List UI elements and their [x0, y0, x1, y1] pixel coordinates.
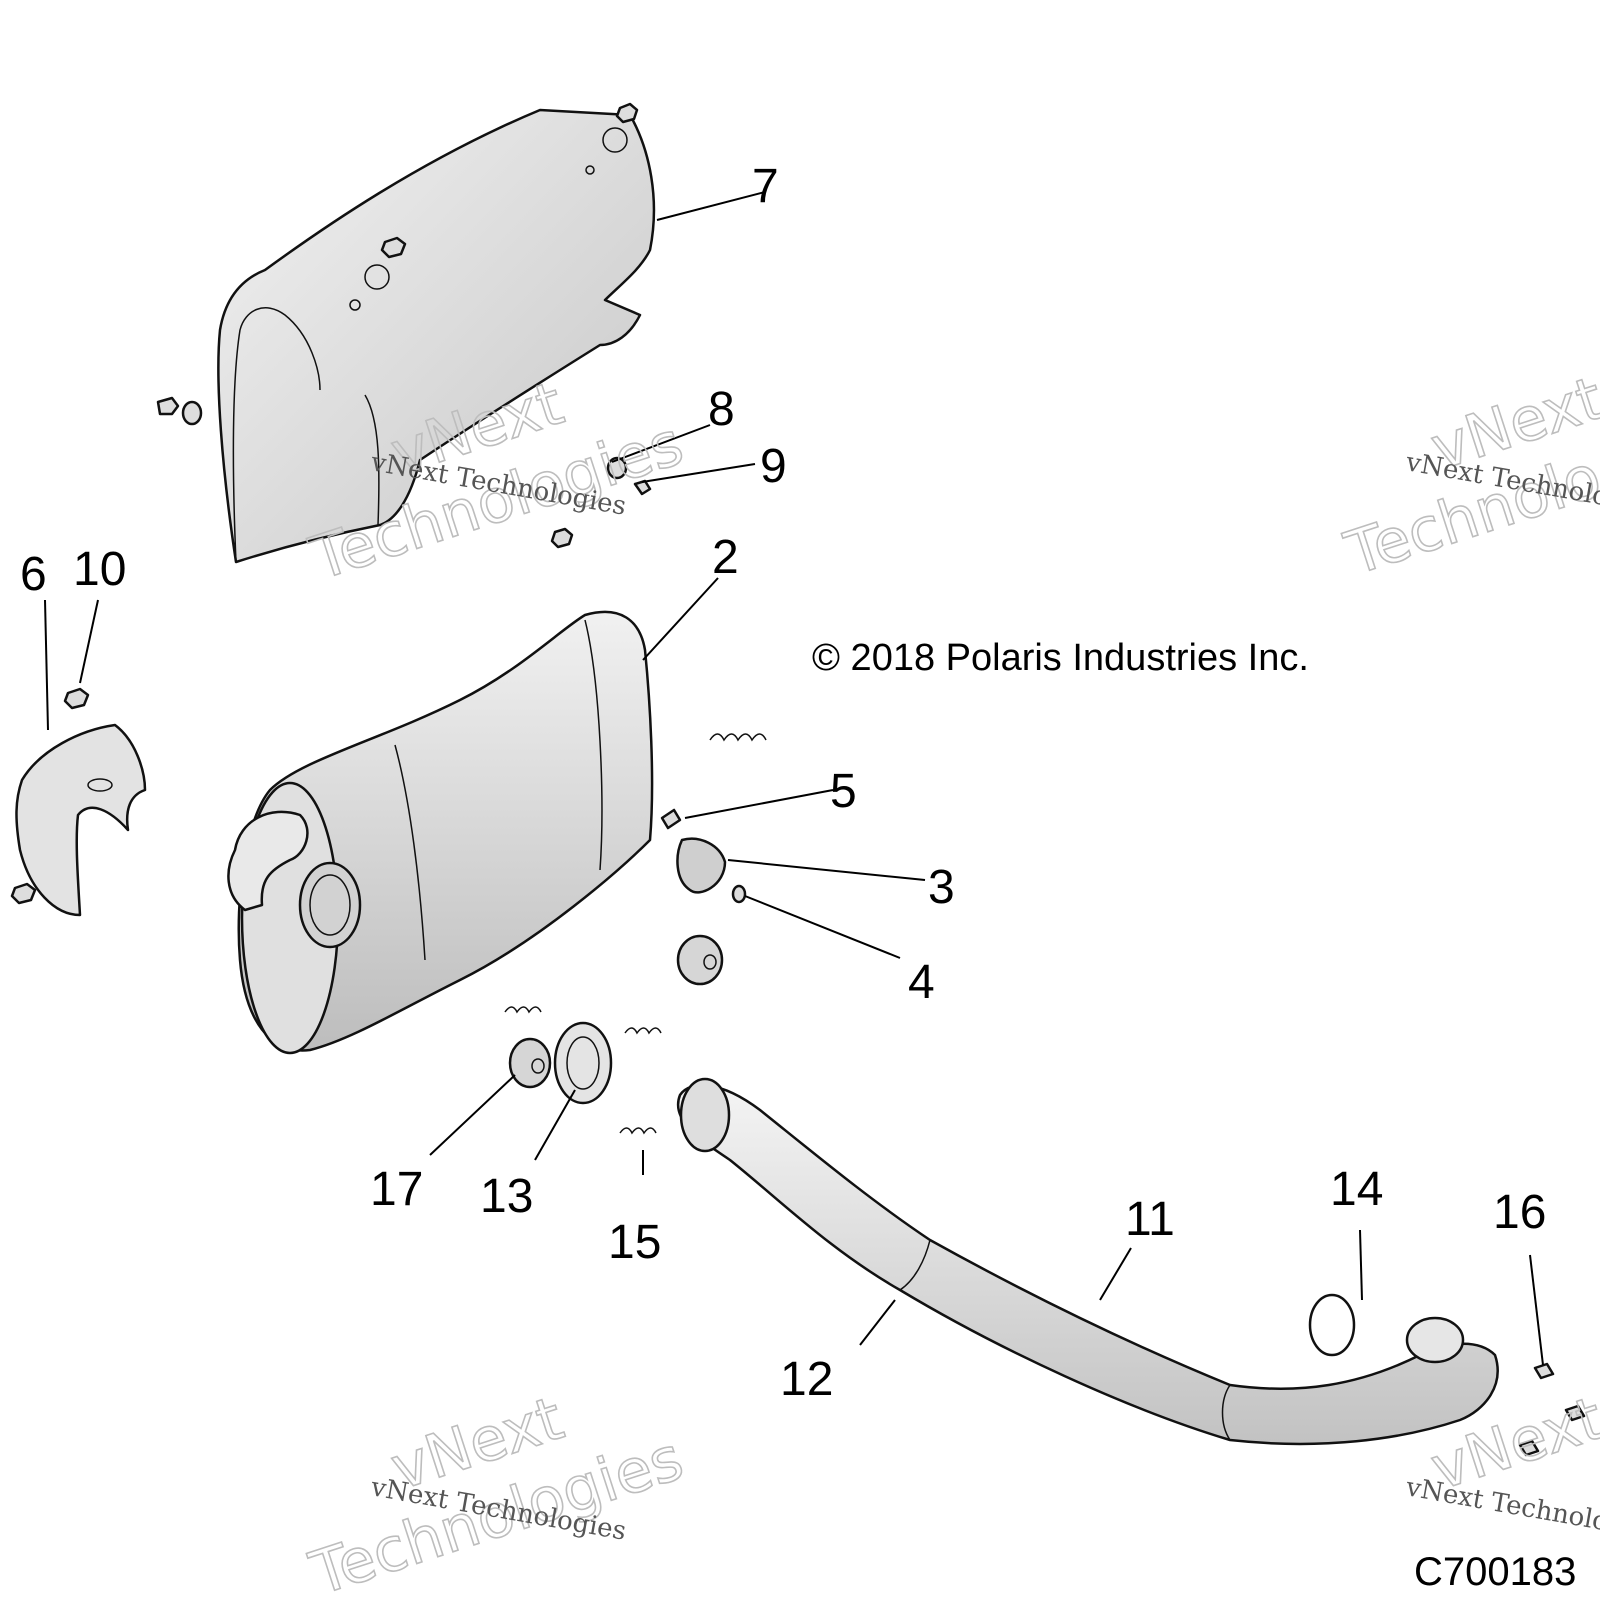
copyright-notice: © 2018 Polaris Industries Inc. — [812, 637, 1309, 679]
part-label-12: 12 — [780, 1353, 833, 1406]
part-label-11: 11 — [1125, 1193, 1175, 1246]
muffler — [227, 610, 654, 1055]
leader-lines — [44, 191, 1544, 1366]
springs — [504, 733, 767, 1135]
part-label-14: 14 — [1330, 1163, 1383, 1216]
hardware — [10, 102, 1586, 1457]
part-label-7: 7 — [752, 160, 779, 213]
part-labels: 7 8 9 6 10 2 5 3 4 17 13 15 11 12 14 16 — [20, 160, 1546, 1406]
part-label-4: 4 — [908, 956, 935, 1009]
part-label-6: 6 — [20, 548, 47, 601]
part-label-2: 2 — [712, 531, 739, 584]
part-label-10: 10 — [73, 543, 126, 596]
bracket — [15, 723, 147, 917]
part-label-8: 8 — [708, 383, 735, 436]
part-label-15: 15 — [608, 1216, 661, 1269]
heat-shield — [217, 108, 656, 564]
part-label-9: 9 — [760, 440, 787, 493]
part-label-16: 16 — [1493, 1186, 1546, 1239]
head-pipe — [676, 1077, 1499, 1446]
part-label-17: 17 — [370, 1163, 423, 1216]
drawing-id: C700183 — [1414, 1550, 1576, 1594]
part-label-13: 13 — [480, 1170, 533, 1223]
part-label-3: 3 — [928, 861, 955, 914]
part-label-5: 5 — [830, 765, 857, 818]
